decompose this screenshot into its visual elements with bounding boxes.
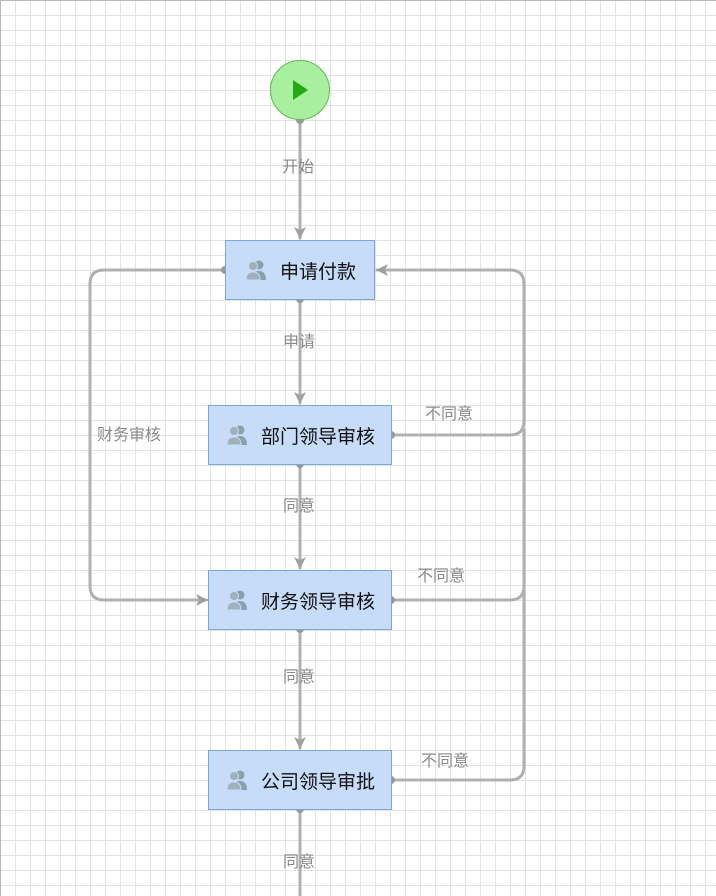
node-apply-payment[interactable]: 申请付款 bbox=[225, 240, 375, 300]
edge-label-dept-agree: 同意 bbox=[283, 496, 316, 515]
play-icon bbox=[293, 80, 308, 100]
edge-label-company-agree: 同意 bbox=[283, 852, 316, 871]
edge-label-dept-reject: 不同意 bbox=[425, 404, 474, 423]
edge-company-apply-reject[interactable] bbox=[389, 588, 526, 782]
edge-label-finance-reject: 不同意 bbox=[417, 566, 466, 585]
node-label: 公司领导审批 bbox=[260, 770, 375, 793]
start-node[interactable] bbox=[270, 60, 330, 120]
edge-label-finance-review: 财务审核 bbox=[97, 425, 162, 444]
users-icon bbox=[226, 425, 247, 446]
users-icon bbox=[245, 260, 266, 281]
edge-apply-finance[interactable] bbox=[88, 268, 227, 606]
users-icon bbox=[226, 590, 247, 611]
edge-label-start: 开始 bbox=[282, 157, 315, 176]
edge-dept-apply-reject[interactable] bbox=[375, 264, 526, 437]
edge-label-finance-agree: 同意 bbox=[283, 667, 316, 686]
node-label: 部门领导审核 bbox=[260, 425, 375, 448]
node-company-approval[interactable]: 公司领导审批 bbox=[208, 750, 392, 810]
node-label: 申请付款 bbox=[279, 260, 356, 283]
edge-finance-apply-reject[interactable] bbox=[389, 428, 526, 602]
users-icon bbox=[226, 770, 247, 791]
node-finance-review[interactable]: 财务领导审核 bbox=[208, 570, 392, 630]
edge-label-apply: 申请 bbox=[283, 332, 316, 351]
node-dept-review[interactable]: 部门领导审核 bbox=[208, 405, 392, 465]
edge-label-company-reject: 不同意 bbox=[421, 751, 470, 770]
node-label: 财务领导审核 bbox=[260, 590, 375, 613]
